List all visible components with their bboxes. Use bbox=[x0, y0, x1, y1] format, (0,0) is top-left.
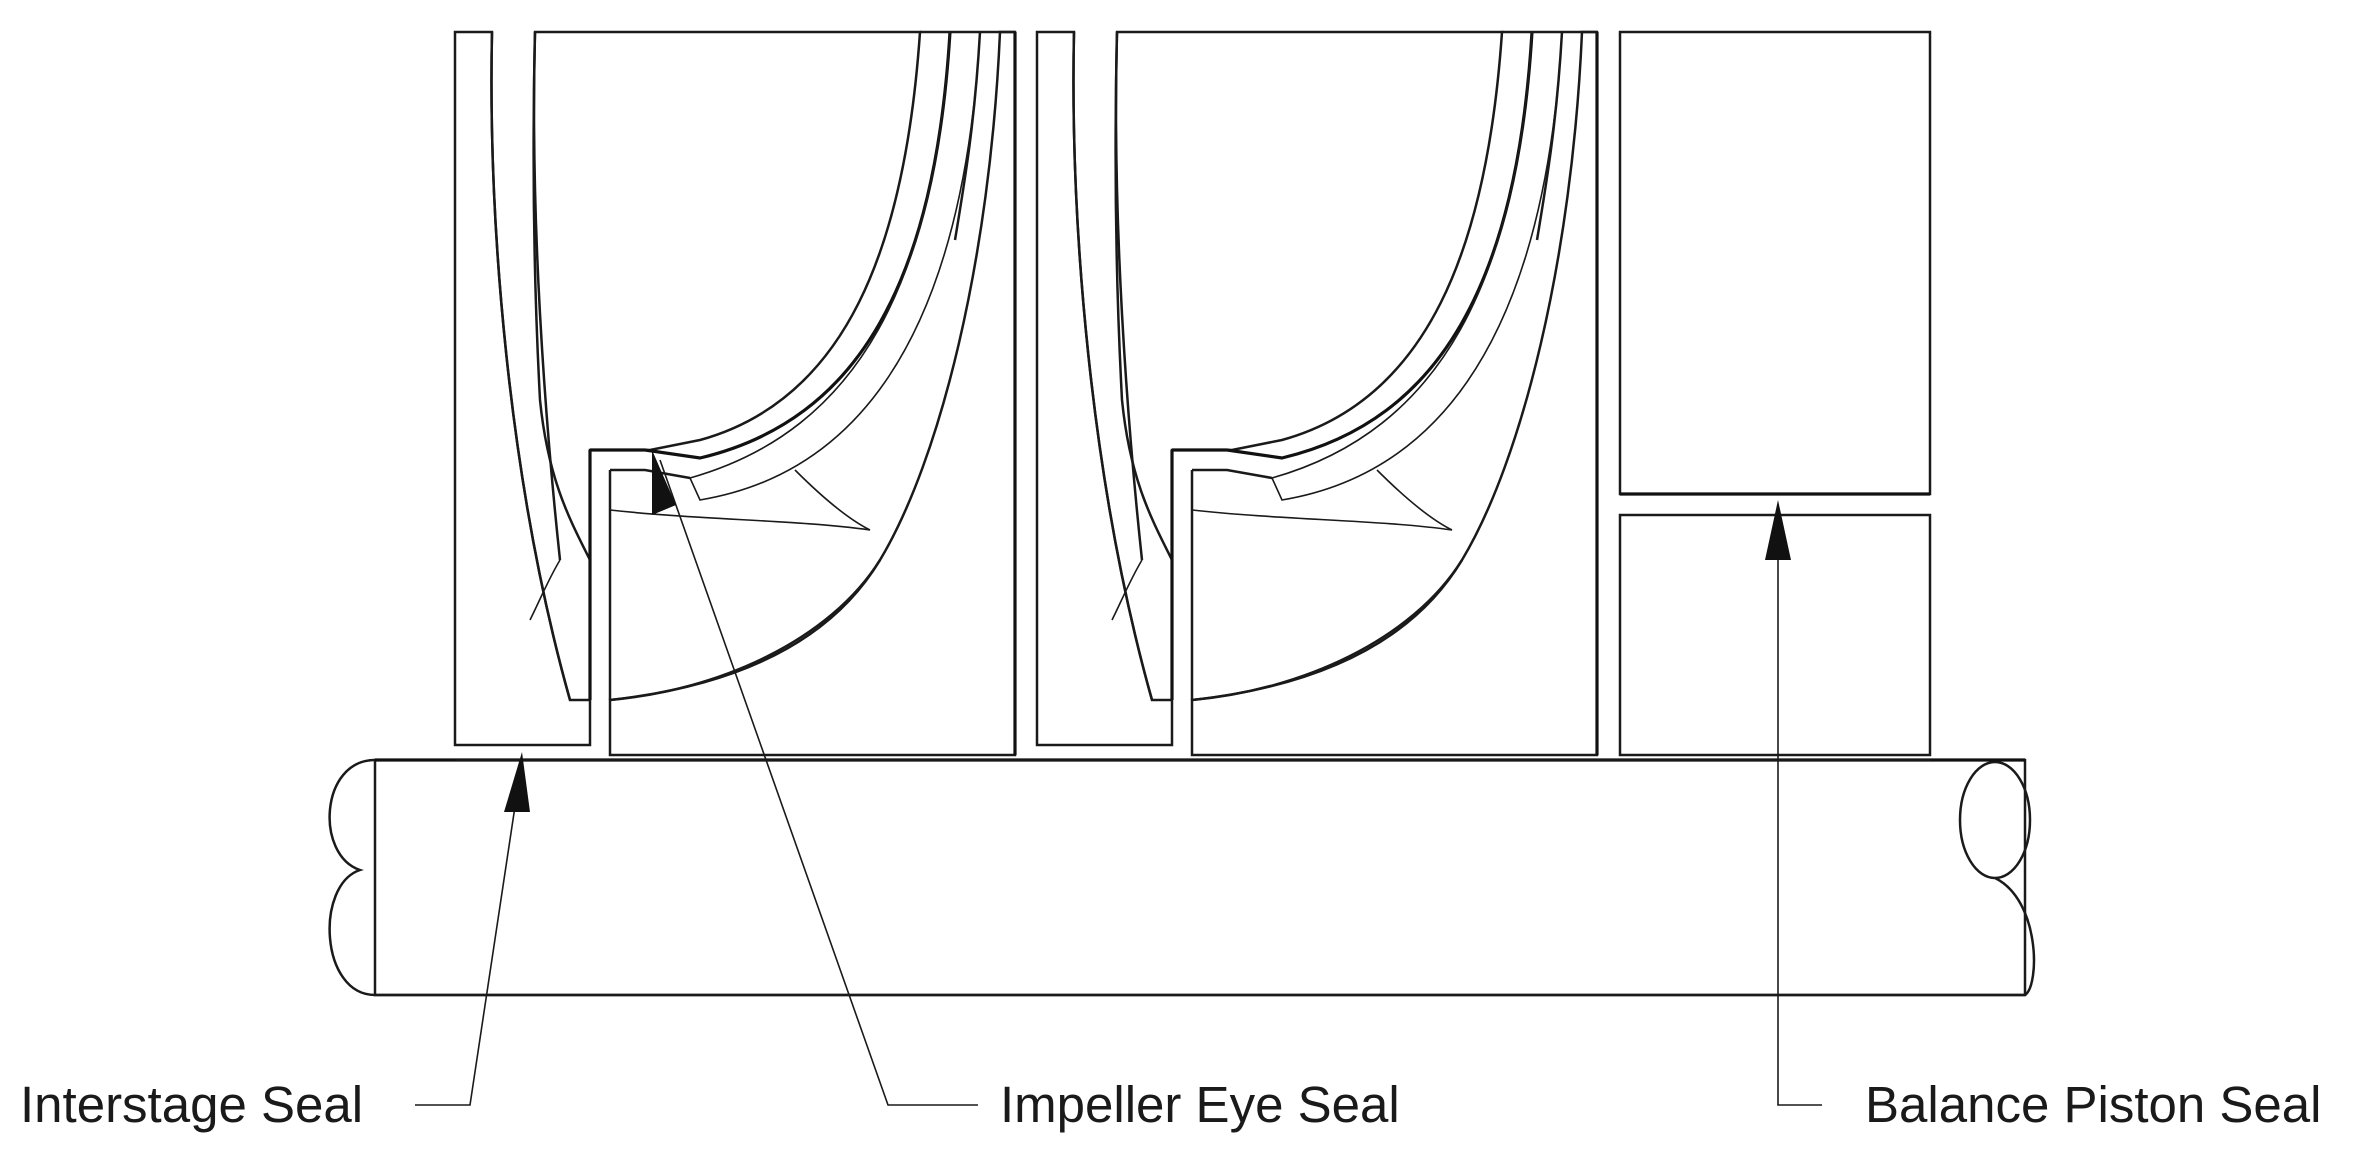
stage-one bbox=[453, 30, 1017, 757]
interstage-seal-leader bbox=[415, 752, 530, 1106]
balance-piston-stator bbox=[1618, 30, 1932, 496]
impeller-eye-seal-leader bbox=[652, 450, 978, 1106]
stage-two bbox=[1035, 30, 1599, 757]
shaft bbox=[328, 758, 2036, 997]
label-balance-piston-seal: Balance Piston Seal bbox=[1865, 1076, 2321, 1133]
label-impeller-eye-seal: Impeller Eye Seal bbox=[1000, 1076, 1400, 1133]
balance-piston-seal-leader bbox=[1765, 500, 1822, 1106]
label-interstage-seal: Interstage Seal bbox=[20, 1076, 363, 1133]
